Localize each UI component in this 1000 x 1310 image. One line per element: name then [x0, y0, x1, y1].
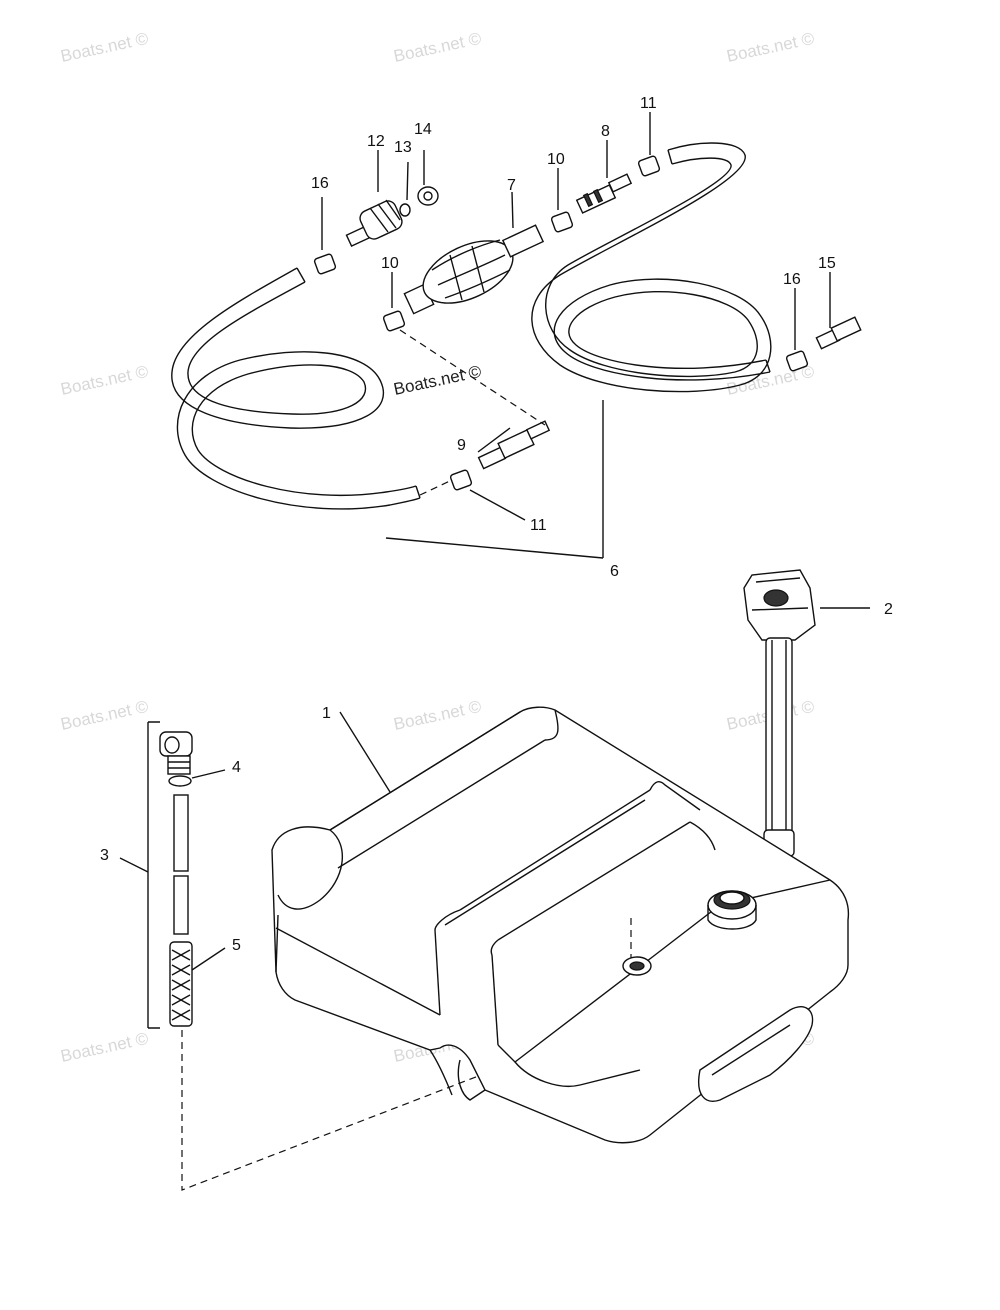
- connector-15: [815, 316, 862, 350]
- callout-10-left: 10: [381, 255, 399, 272]
- watermark: Boats.net ©: [59, 362, 151, 399]
- fuel-gauge: [743, 569, 816, 857]
- callout-16-right: 16: [783, 271, 801, 288]
- right-fuel-hose: [531, 142, 772, 393]
- callout-labels: 1 2 3 4 5 6 7 8 9 10 10 11 11 12 13 14 1…: [100, 95, 893, 954]
- connector-8: [575, 173, 633, 214]
- connector-9: [477, 420, 551, 470]
- washer-14: [417, 186, 439, 206]
- callout-1: 1: [322, 705, 331, 722]
- callout-3: 3: [100, 847, 109, 864]
- watermark: Boats.net ©: [59, 29, 151, 66]
- hose-clamp-10-right: [550, 211, 574, 233]
- watermark: Boats.net ©: [725, 29, 817, 66]
- callout-10-right: 10: [547, 151, 565, 168]
- callout-15: 15: [818, 255, 836, 272]
- watermark: Boats.net ©: [392, 362, 484, 399]
- primer-bulb: [403, 224, 545, 315]
- watermark: Boats.net ©: [59, 1029, 151, 1066]
- watermark: Boats.net ©: [392, 697, 484, 734]
- callout-11-top: 11: [640, 95, 657, 112]
- hose-clamp-16-right: [785, 350, 809, 372]
- pickup-tube: [159, 731, 193, 1027]
- hose-clamp-11-bottom: [449, 469, 473, 491]
- watermark: Boats.net ©: [59, 697, 151, 734]
- callout-7: 7: [507, 177, 516, 194]
- callout-8: 8: [601, 123, 610, 140]
- hose-clamp-16-left: [313, 253, 337, 275]
- hose-clamp-11-top: [637, 155, 661, 177]
- connector-12: [345, 199, 403, 248]
- callout-6: 6: [610, 563, 619, 580]
- left-fuel-hose: [171, 267, 421, 510]
- o-ring-13: [399, 203, 411, 217]
- callout-16-left: 16: [311, 175, 329, 192]
- callout-14: 14: [414, 121, 432, 138]
- callout-4: 4: [232, 759, 241, 776]
- watermark: Boats.net ©: [392, 29, 484, 66]
- callout-12: 12: [367, 133, 385, 150]
- callout-11-bottom: 11: [530, 517, 547, 534]
- fuel-tank: [271, 706, 850, 1144]
- callout-2: 2: [884, 601, 893, 618]
- callout-13: 13: [394, 139, 412, 156]
- callout-5: 5: [232, 937, 241, 954]
- hose-clamp-10-left: [382, 310, 406, 332]
- callout-9: 9: [457, 437, 466, 454]
